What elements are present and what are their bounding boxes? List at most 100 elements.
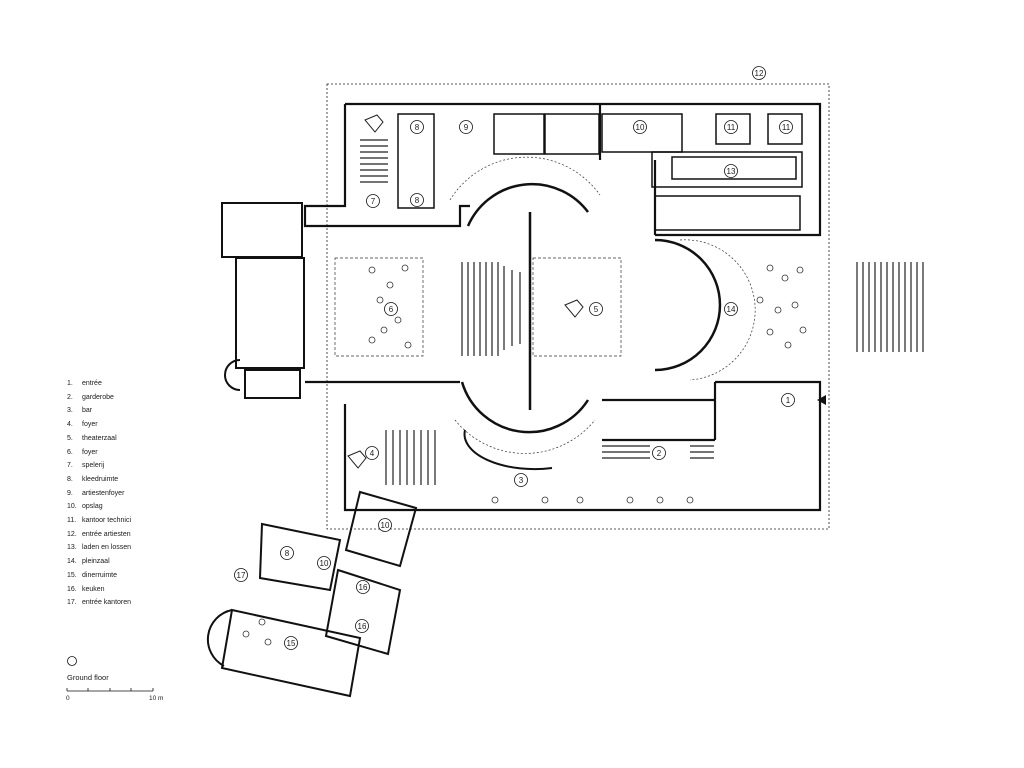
room-number: 15	[287, 639, 296, 648]
room-marker-circle	[724, 120, 738, 134]
legend-label: artiestenfoyer	[82, 489, 125, 497]
room-marker: 12	[752, 66, 766, 80]
legend-number: 5.	[67, 434, 73, 442]
legend-label: theaterzaal	[82, 434, 117, 442]
seating-rows	[360, 139, 924, 485]
room-number: 17	[237, 571, 246, 580]
room-marker: 7	[366, 194, 380, 208]
room-number: 14	[727, 305, 736, 314]
room-marker-circle	[378, 518, 392, 532]
legend-number: 3.	[67, 407, 73, 415]
legend-number: 6.	[67, 448, 73, 456]
legend-number: 4.	[67, 421, 73, 429]
room-marker-circle	[356, 580, 370, 594]
legend-label: kleedruimte	[82, 475, 119, 483]
room-marker: 10	[317, 556, 331, 570]
room-marker-circle	[280, 546, 294, 560]
room-marker: 3	[514, 473, 528, 487]
room-number: 3	[519, 476, 524, 485]
room-marker: 14	[724, 302, 738, 316]
legend-item: 7.spelerij	[67, 459, 131, 473]
room-number: 16	[358, 622, 367, 631]
legend-label: entrée kantoren	[82, 599, 132, 607]
legend-label: foyer	[82, 421, 98, 429]
legend-item: 8.kleedruimte	[67, 473, 131, 487]
room-marker: 13	[724, 164, 738, 178]
room-number: 16	[359, 583, 368, 592]
room-marker: 9	[459, 120, 473, 134]
room-marker: 11	[724, 120, 738, 134]
legend-number: 10.	[67, 503, 77, 511]
room-marker-circle	[752, 66, 766, 80]
room-marker: 10	[378, 518, 392, 532]
furniture-tables	[242, 264, 807, 646]
legend-item: 12.entrée artiesten	[67, 528, 131, 542]
room-number: 1	[786, 396, 791, 405]
office-annex-walls	[206, 490, 418, 698]
room-marker-circle	[633, 120, 647, 134]
legend-label: entrée	[82, 380, 102, 387]
room-marker: 10	[633, 120, 647, 134]
room-marker-circle	[284, 636, 298, 650]
room-marker-circle	[724, 302, 738, 316]
room-marker-circle	[384, 302, 398, 316]
room-number: 10	[636, 123, 645, 132]
room-marker-circle	[589, 302, 603, 316]
room-marker-circle	[355, 619, 369, 633]
legend-item: 14. pleinzaal	[67, 555, 131, 569]
room-marker: 8	[280, 546, 294, 560]
room-marker: 17	[234, 568, 248, 582]
piano-icon	[564, 299, 584, 318]
bar-counter	[463, 429, 553, 471]
room-marker: 15	[284, 636, 298, 650]
legend-number: 9.	[67, 489, 73, 497]
room-number: 11	[782, 123, 791, 132]
room-number: 10	[381, 521, 390, 530]
room-number: 12	[755, 69, 764, 78]
scale-bar	[66, 688, 154, 692]
plan-title: Ground floor	[67, 673, 109, 682]
scale-start-label: 0	[66, 695, 70, 702]
legend-item: 4. foyer	[67, 418, 131, 432]
room-marker: 4	[365, 446, 379, 460]
room-marker-circle	[317, 556, 331, 570]
room-marker-circle	[779, 120, 793, 134]
room-marker: 8	[410, 193, 424, 207]
legend-item: 13.laden en lossen	[67, 541, 131, 555]
room-marker: 1	[781, 393, 795, 407]
room-number: 5	[594, 305, 599, 314]
room-number: 8	[415, 196, 420, 205]
legend-item: 11.kantoor technici	[67, 514, 131, 528]
site-boundary	[326, 83, 830, 530]
legend-number: 13.	[67, 544, 77, 552]
room-marker: 16	[356, 580, 370, 594]
service-rooms	[397, 113, 803, 231]
theater-hall-walls	[460, 182, 722, 434]
legend-item: 16.keuken	[67, 583, 131, 597]
room-marker: 11	[779, 120, 793, 134]
room-number: 10	[320, 559, 329, 568]
room-number: 11	[727, 123, 736, 132]
room-number: 6	[389, 305, 394, 314]
entrance-arrow-icon	[817, 395, 826, 405]
legend-label: foyer	[82, 448, 98, 456]
legend-label: bar	[82, 407, 93, 415]
legend-number: 16.	[67, 585, 77, 593]
room-marker-circle	[724, 164, 738, 178]
room-number: 2	[657, 449, 662, 458]
legend-number: 1.	[67, 380, 73, 387]
legend-item: 5. theaterzaal	[67, 432, 131, 446]
piano-icon	[347, 450, 367, 469]
foyer-area	[334, 257, 424, 357]
legend-number: 14.	[67, 558, 77, 566]
room-number: 4	[370, 449, 375, 458]
room-marker-circle	[459, 120, 473, 134]
scale-end-label: 10 m	[149, 695, 164, 702]
legend-number: 11.	[67, 517, 77, 525]
room-marker: 8	[410, 120, 424, 134]
legend-label: pleinzaal	[82, 558, 110, 566]
legend-item: 10.opslag	[67, 500, 131, 514]
room-marker-circle	[410, 120, 424, 134]
